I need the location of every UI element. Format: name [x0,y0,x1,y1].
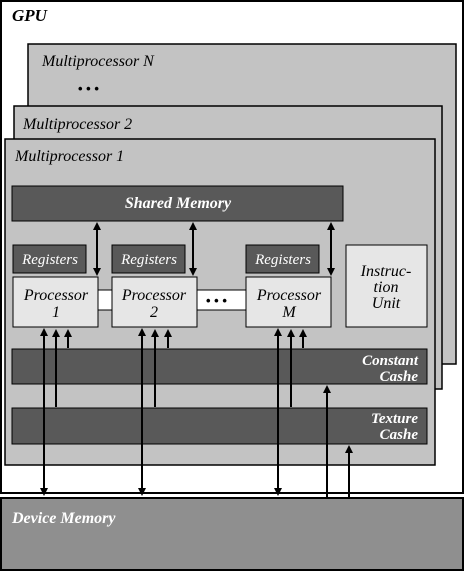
multiprocessor-ellipsis: • • • [78,81,99,96]
gpu-label: GPU [12,6,48,25]
processor-1-line2: 1 [52,304,60,321]
processor-box-2 [111,276,198,328]
instruction-unit-line3: Unit [372,295,401,312]
device-memory-block [0,497,464,571]
constant-cache-line2: Cashe [380,369,419,385]
multiprocessor-n-label: Multiprocessor N [41,53,155,70]
registers-label-2: Registers [120,252,177,268]
processor-m-line1: Processor [256,287,322,304]
registers-block-2 [111,244,186,274]
instruction-unit-line2: tion [374,279,399,296]
registers-block-3 [245,244,320,274]
processor-m-line2: M [281,304,297,321]
texture-cache-line1: Texture [371,411,418,427]
shared-memory-block [11,185,344,222]
constant-cache-block [11,348,428,385]
texture-cache-line2: Cashe [380,427,419,443]
registers-block-1 [12,244,87,274]
processor-box-m [245,276,332,328]
processor-ellipsis: • • • [206,293,227,308]
shared-memory-label: Shared Memory [125,195,232,212]
registers-label-3: Registers [254,252,311,268]
processor-box-1 [12,276,99,328]
processor-2-line2: 2 [150,304,158,321]
processor-1-line1: Processor [23,287,89,304]
multiprocessor-1-label: Multiprocessor 1 [14,148,124,165]
processor-2-line1: Processor [121,287,187,304]
instruction-unit-box [345,244,428,328]
texture-cache-block [11,407,428,445]
instruction-unit-line1: Instruc- [360,263,412,280]
constant-cache-line1: Constant [362,353,419,369]
multiprocessor-2-label: Multiprocessor 2 [22,116,132,133]
device-memory-label: Device Memory [11,510,116,527]
registers-label-1: Registers [21,252,78,268]
